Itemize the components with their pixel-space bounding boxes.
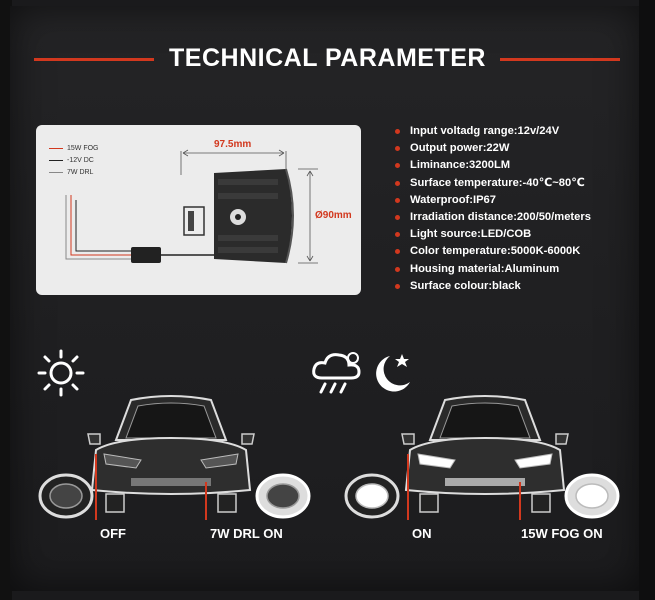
- fog-lamp-fog-icon: [564, 473, 620, 519]
- spec-text: Color temperature:5000K-6000K: [410, 245, 581, 258]
- sun-icon: [37, 349, 85, 397]
- bullet-icon: [395, 197, 400, 203]
- legend-swatch: [49, 147, 63, 149]
- bullet-icon: [395, 163, 400, 169]
- car-night-illustration: [401, 395, 569, 520]
- spec-item: Output power:22W: [393, 140, 591, 157]
- car-day-illustration: [87, 395, 255, 520]
- title-rule-right: [500, 58, 620, 61]
- spec-item: Housing material:Aluminum: [393, 261, 591, 278]
- night-left-caption: ON: [412, 526, 432, 541]
- legend-fog: 15W FOG: [49, 145, 99, 152]
- spec-item: Surface colour:black: [393, 278, 591, 295]
- dimension-diagram: 15W FOG -12V DC 7W DRL 97.5mm Ø90mm: [36, 125, 361, 295]
- legend-drl: 7W DRL: [49, 169, 93, 176]
- legend-label: -12V DC: [67, 157, 94, 164]
- bullet-icon: [395, 129, 400, 134]
- spec-text: Liminance:3200LM: [410, 159, 511, 172]
- spec-item: Irradiation distance:200/50/meters: [393, 209, 591, 226]
- fog-lamp-on-icon: [344, 473, 400, 519]
- spec-text: Waterproof:IP67: [410, 193, 496, 206]
- bullet-icon: [395, 146, 400, 152]
- spec-text: Housing material:Aluminum: [410, 262, 560, 275]
- spec-item: Waterproof:IP67: [393, 192, 591, 209]
- spec-text: Irradiation distance:200/50/meters: [410, 210, 591, 223]
- page-title: TECHNICAL PARAMETER: [169, 44, 486, 72]
- legend-dc: -12V DC: [49, 157, 94, 164]
- fog-lamp-drl-icon: [255, 473, 311, 519]
- spec-item: Input voltadg range:12v/24V: [393, 123, 591, 140]
- box-edge-right: [639, 0, 655, 600]
- day-right-caption: 7W DRL ON: [210, 526, 283, 541]
- title-rule-left: [34, 58, 154, 61]
- spec-text: Output power:22W: [410, 142, 510, 155]
- spec-text: Input voltadg range:12v/24V: [410, 125, 560, 137]
- lamp-drawing: [65, 149, 318, 264]
- spec-text: Light source:LED/COB: [410, 228, 532, 241]
- bullet-icon: [395, 283, 400, 289]
- box-edge-left: [0, 0, 12, 600]
- moon-star-icon: [376, 354, 410, 392]
- length-label: 97.5mm: [214, 139, 252, 150]
- legend-swatch: [49, 171, 63, 173]
- legend-label: 15W FOG: [67, 145, 99, 152]
- spec-text: Surface temperature:-40℃~80℃: [410, 176, 585, 189]
- legend-label: 7W DRL: [67, 169, 94, 176]
- spec-item: Color temperature:5000K-6000K: [393, 243, 591, 260]
- bullet-icon: [395, 180, 400, 186]
- night-right-caption: 15W FOG ON: [521, 526, 603, 541]
- diameter-label: Ø90mm: [315, 210, 352, 221]
- cloud-rain-icon: [312, 352, 361, 394]
- spec-item: Surface temperature:-40℃~80℃: [393, 175, 591, 192]
- bullet-icon: [395, 249, 400, 255]
- spec-list: Input voltadg range:12v/24V Output power…: [393, 123, 591, 295]
- fog-lamp-off-icon: [38, 473, 94, 519]
- spec-item: Light source:LED/COB: [393, 226, 591, 243]
- bullet-icon: [395, 266, 400, 272]
- spec-item: Liminance:3200LM: [393, 157, 591, 174]
- spec-text: Surface colour:black: [410, 279, 521, 292]
- bullet-icon: [395, 232, 400, 238]
- day-left-caption: OFF: [100, 526, 126, 541]
- bullet-icon: [395, 214, 400, 220]
- legend-swatch: [49, 159, 63, 161]
